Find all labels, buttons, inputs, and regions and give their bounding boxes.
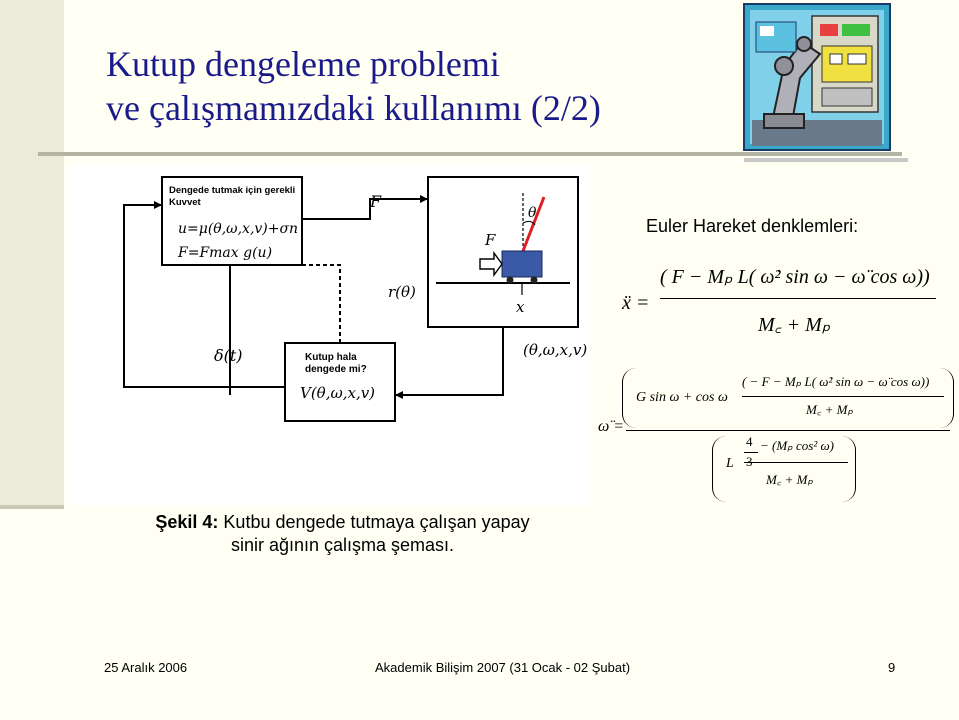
eq2-lower-three: 3 [746,454,753,470]
eq2-lower-L: L [726,456,734,471]
control-law-f: F=Fmax g(u) [177,245,272,261]
eq1-denominator: M꜀ + Mₚ [758,314,831,336]
figure-caption: Şekil 4: Kutbu dengede tutmaya çalışan y… [120,511,565,557]
box-force-label-line2: Kuvvet [169,197,202,208]
eq2-lower-bracket [712,436,856,502]
footer-page-number: 9 [888,660,896,675]
figure-caption-label: Şekil 4: [155,512,219,532]
reward-label: r(θ) [388,283,416,301]
figure-caption-text-2: sinir ağının çalışma şeması. [230,535,455,555]
robot-arm-clipart-icon [743,3,891,151]
eq2-upper-left: G sin ω + cos ω [636,390,728,405]
figure-caption-text-1: Kutbu dengede tutmaya çalışan yapay [223,512,530,532]
eq1-fraction-bar [660,298,936,299]
euler-heading: Euler Hareket denklemleri: [646,216,859,236]
eq2-lower-numerator: − (Mₚ cos² ω) [760,438,834,453]
eq2-lower-denominator: M꜀ + Mₚ [766,472,813,487]
title-line-1: Kutup dengeleme problemi [106,44,500,84]
title-divider-accent [744,158,908,162]
eq2-lower-four: 4 [746,434,753,449]
cart-theta-label: θ [528,205,537,221]
left-accent-bar [0,0,64,505]
check-box-line1: Kutup hala [305,352,357,363]
slide-title: Kutup dengeleme problemi ve çalışmamızda… [106,42,601,130]
eq2-inner-fraction-bar [742,396,944,397]
neural-network-diagram: Dengede tutmak için gerekli Kuvvet u=μ(θ… [70,165,590,505]
eq2-lhs: ω̈ = [598,418,625,435]
title-line-2: ve çalışmamızdaki kullanımı (2/2) [106,88,601,128]
footer-event: Akademik Bilişim 2007 (31 Ocak - 02 Şuba… [375,660,631,675]
control-law-u: u=μ(θ,ω,x,v)+σn [178,221,298,237]
signal-f-label: F [369,192,382,211]
eq2-lower-fraction-bar [744,462,848,463]
cart-force-label: F [484,231,496,249]
state-vector-label: (θ,ω,x,v) [523,341,587,359]
eq2-upper-numerator: ( − F − Mₚ L( ω̇² sin ω − ω̈ cos ω)) [742,374,930,389]
eq1-numerator: ( F − Mₚ L( ω̇² sin ω − ω̈ cos ω)) [660,266,930,288]
eq2-upper-denominator: M꜀ + Mₚ [806,402,853,417]
eq1-lhs: ẍ = [622,292,650,314]
check-box-function: V(θ,ω,x,v) [300,384,375,402]
eq2-main-fraction-bar [626,430,950,431]
footer-date: 25 Aralık 2006 [104,660,188,675]
eq2-upper-bracket [622,368,954,428]
check-box-line2: dengede mi? [305,364,367,375]
eq2-four-thirds-bar [744,452,758,453]
box-force-label-line1: Dengede tutmak için gerekli [169,185,295,196]
delta-label: δ(t) [214,346,243,365]
cart-x-label: x [516,298,525,316]
left-accent-line [0,505,64,509]
title-divider [38,152,902,156]
